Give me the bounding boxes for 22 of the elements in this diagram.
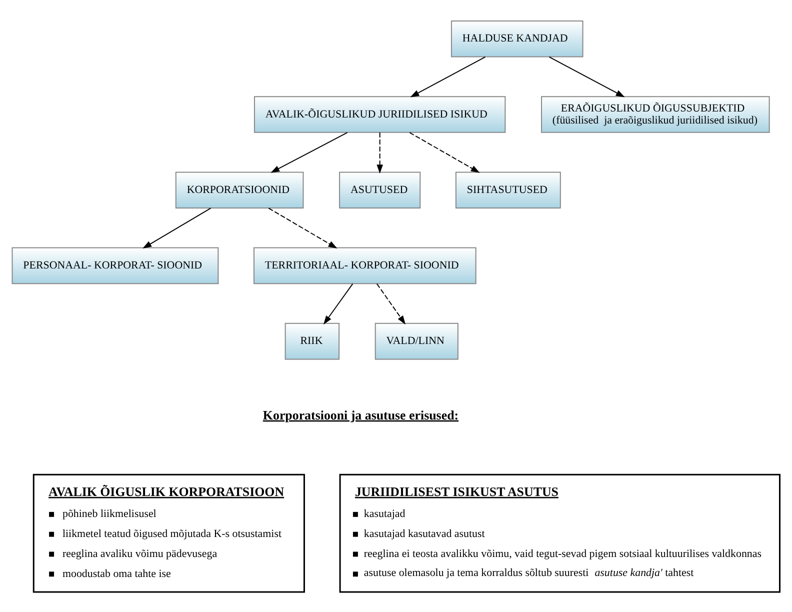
arrow [548, 56, 625, 97]
label: Korporatsiooni ja asutuse erisused: [262, 406, 459, 422]
node-box: AVALIK ÕIGUSLIK KORPORATSIOON põhineb liikmelisusel liikmetel teatud õigused mõjutada K-s otsustamist reeglina avaliku võimu pädevusega moodustab oma tahte ise [32, 473, 305, 592]
node-box: PERSONAAL- KORPORAT- SIOONID [12, 246, 219, 284]
arrow [410, 56, 486, 97]
arrow [142, 207, 212, 248]
node-box: KORPORATSIOONID [175, 171, 304, 208]
node-box: JURIIDILISEST ISIKUST ASUTUS kasutajad kasutajad kasutavad asutust reeglina ei teosta avalikku võimu, vaid tegut-sevad pigem sotsiaal kultuurilises valdkonnas asutuse olemasolu ja tema korraldus sõltub suuresti asutuse kandja' tahtest [339, 473, 780, 592]
node-box: ASUTUSED [339, 171, 421, 208]
arrow [270, 132, 348, 172]
node-box: SIHTASUTUSED [455, 171, 561, 208]
node-box: ERAÕIGUSLIKUD ÕIGUSSUBJEKTID (füüsilised ja eraõiguslikud juriidilised isikud) [541, 96, 770, 132]
arrow [376, 282, 406, 324]
arrow [268, 207, 338, 248]
node-box: HALDUSE KANDJAD [450, 20, 584, 57]
node-box: RIIK [284, 322, 340, 360]
arrow [323, 282, 354, 324]
arrow [376, 132, 383, 174]
arrow [409, 132, 480, 172]
node-box: TERRITORIAAL- KORPORAT- SIOONID [253, 246, 476, 284]
node-box: VALD/LINN [374, 322, 458, 360]
node-box: AVALIK-ÕIGUSLIKUD JURIIDILISED ISIKUD [254, 96, 506, 132]
